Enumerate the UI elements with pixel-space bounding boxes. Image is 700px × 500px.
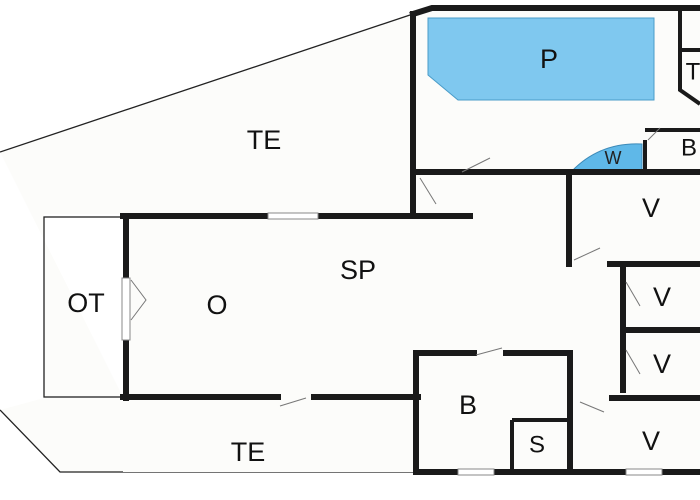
pool [427,17,655,101]
window-ot [121,277,131,341]
room-label-living: SP [340,255,376,285]
room-label-bedroom-2: V [653,282,671,312]
door-bath [475,347,503,356]
wall-toilet [678,8,700,106]
window-bottom-1 [457,468,495,476]
room-label-sauna: S [529,432,545,459]
room-label-bath-top: B [681,135,697,162]
door-bed3 [625,349,641,375]
room-label-outdoor: OT [67,288,105,318]
room-label-terrace-bottom: TE [231,437,266,467]
door-pool [461,157,491,173]
wall-sauna [510,418,570,472]
door-ot [130,279,147,321]
wall-pool-top [409,5,700,18]
door-bed2 [625,281,641,307]
door-living [279,397,307,407]
window-bottom-2 [625,468,663,476]
door-pool-entry [419,177,437,205]
whirlpool [570,143,643,172]
door-bath-small [647,127,661,141]
house-floor [123,172,700,472]
room-label-bedroom-4: V [642,426,660,456]
room-label-bath-bottom: B [459,390,477,420]
room-label-toilet: T [686,59,700,86]
room-label-pool: P [540,44,558,74]
window-living-top [267,212,319,220]
plot-boundary [0,13,414,153]
room-label-bedroom-1: V [642,193,660,223]
room-label-bedroom-3: V [653,349,671,379]
door-bed1 [573,247,601,261]
room-label-whirlpool: W [605,148,622,168]
room-label-open-room: O [206,290,227,320]
door-bed4 [579,401,605,413]
terrace-outline [0,14,413,472]
room-label-terrace-top: TE [247,125,282,155]
